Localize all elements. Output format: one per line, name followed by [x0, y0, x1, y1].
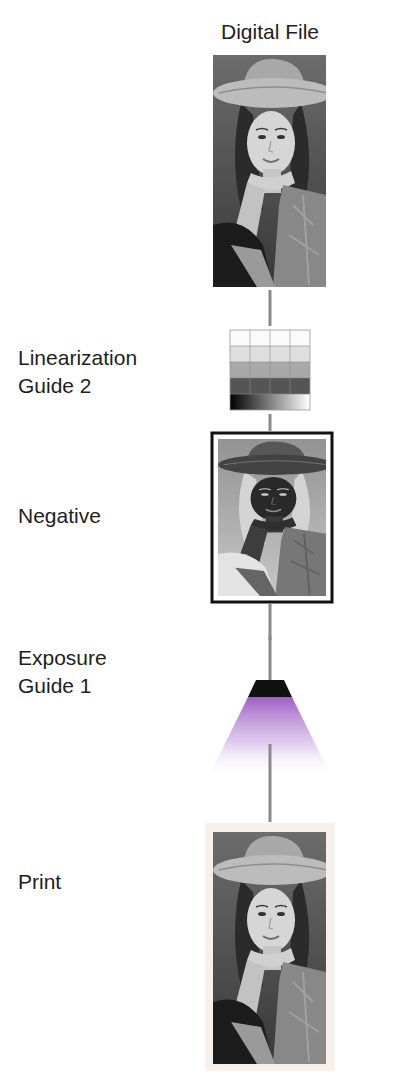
step-grid: [230, 330, 310, 394]
stage-node: Exposure Guide 1: [10, 640, 330, 744]
stage-node: Print: [10, 822, 340, 1070]
negative-frame: [212, 433, 332, 602]
connector-stroke: [269, 290, 272, 326]
connector-stroke: [269, 744, 272, 822]
connector-line: [270, 744, 271, 822]
step-tablet: [230, 330, 310, 410]
stage-label: Exposure Guide 1: [18, 644, 158, 700]
guide-line: [269, 636, 272, 681]
print-paper: [205, 823, 335, 1071]
stage-label: Digital File: [200, 18, 340, 46]
stage-label: Negative: [18, 502, 158, 530]
negative-image: [218, 439, 333, 596]
stage-node: Linearization Guide 2: [10, 326, 320, 414]
stage-label: Linearization Guide 2: [18, 344, 158, 400]
step-row: [230, 394, 310, 410]
connector-stroke: [269, 604, 272, 640]
stage-node: Negative: [10, 432, 340, 604]
stage-label: Print: [18, 868, 158, 896]
print-photo: [213, 832, 333, 1064]
stage-node: Digital File: [200, 18, 340, 290]
digital-photo: [213, 55, 333, 287]
connector-line: [270, 290, 271, 326]
uv-lamp: [248, 680, 292, 697]
connector-line: [270, 414, 271, 432]
connector-stroke: [269, 414, 272, 432]
step-outline: [230, 330, 310, 410]
connector-line: [270, 604, 271, 640]
